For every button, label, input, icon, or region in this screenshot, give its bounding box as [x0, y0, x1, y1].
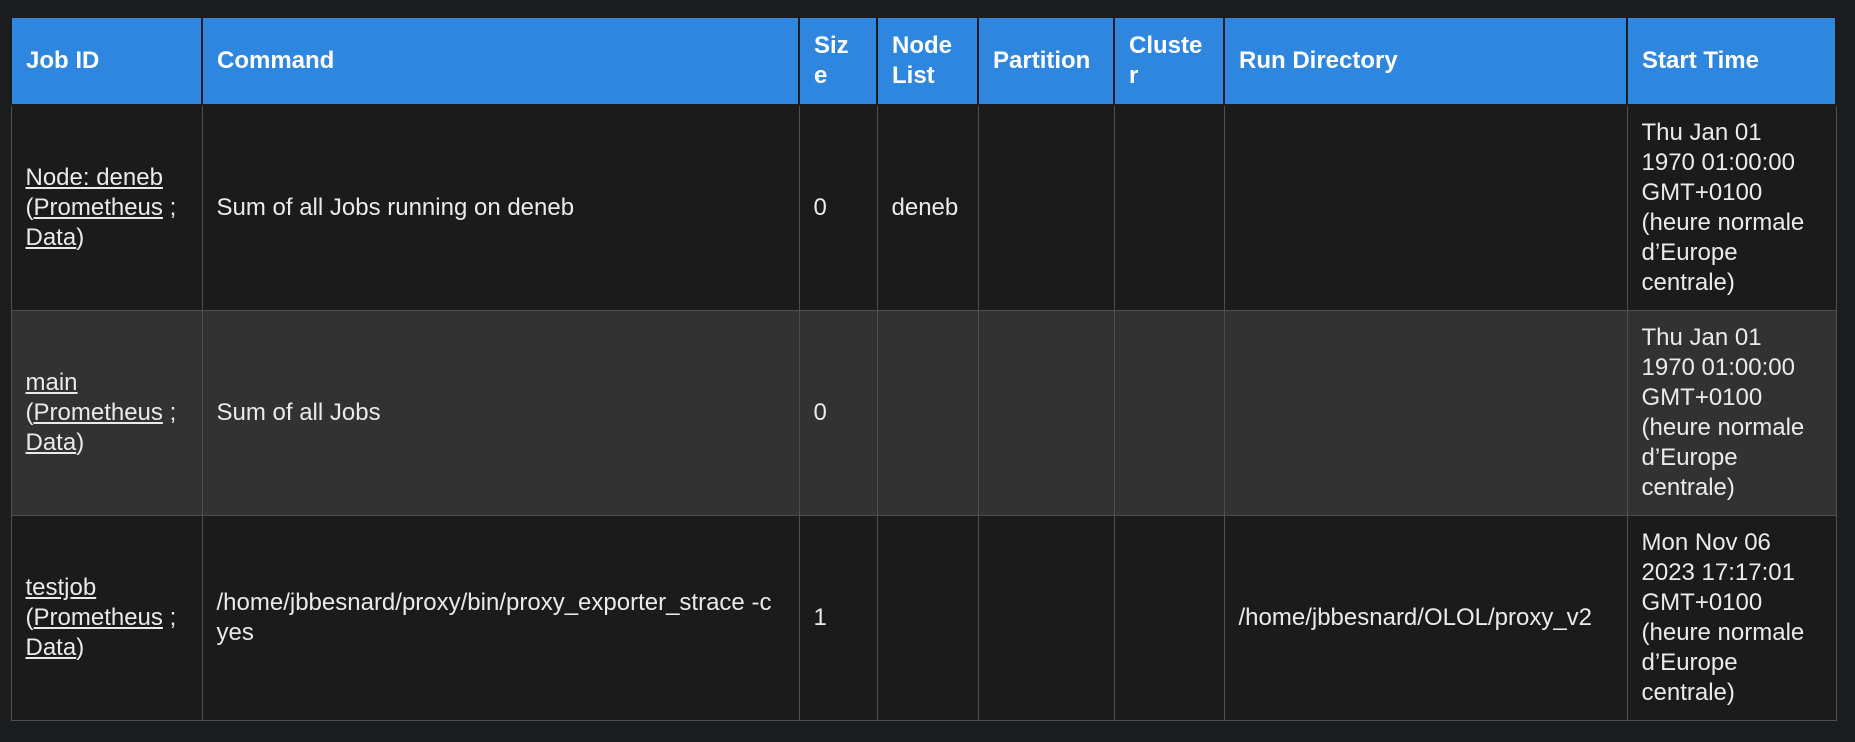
prometheus-link[interactable]: Prometheus — [33, 399, 163, 426]
table-row: main (Prometheus ; Data) Sum of all Jobs… — [10, 310, 1837, 516]
cell-cluster — [1113, 515, 1225, 721]
column-header-job-id: Job ID — [10, 16, 203, 106]
cell-node-list: deneb — [876, 104, 979, 311]
cell-cluster — [1113, 310, 1225, 516]
cell-start-time: Mon Nov 06 2023 17:17:01 GMT+0100 (heure… — [1626, 515, 1837, 721]
punct-separator: ; — [162, 194, 177, 221]
table-row: testjob (Prometheus ; Data) /home/jbbesn… — [10, 515, 1837, 721]
cell-partition — [977, 104, 1115, 311]
cell-node-list — [876, 515, 979, 721]
column-header-size: Size — [798, 16, 878, 106]
table-row: Node: deneb (Prometheus ; Data) Sum of a… — [10, 104, 1837, 311]
column-header-cluster: Cluster — [1113, 16, 1225, 106]
jobs-table-container: Job ID Command Size Node List Partition … — [10, 16, 1837, 721]
table-header-row: Job ID Command Size Node List Partition … — [10, 16, 1837, 106]
jobs-table: Job ID Command Size Node List Partition … — [10, 16, 1837, 721]
cell-command: Sum of all Jobs running on deneb — [201, 104, 800, 311]
cell-size: 1 — [798, 515, 878, 721]
punct-close: ) — [76, 634, 85, 661]
column-header-partition: Partition — [977, 16, 1115, 106]
cell-command: /home/jbbesnard/proxy/bin/proxy_exporter… — [201, 515, 800, 721]
punct-open: ( — [25, 399, 34, 426]
column-header-command: Command — [201, 16, 800, 106]
cell-partition — [977, 515, 1115, 721]
column-header-node-list: Node List — [876, 16, 979, 106]
cell-partition — [977, 310, 1115, 516]
cell-job-id: main (Prometheus ; Data) — [10, 310, 203, 516]
cell-command: Sum of all Jobs — [201, 310, 800, 516]
cell-run-directory — [1223, 104, 1628, 311]
job-link[interactable]: testjob — [25, 574, 97, 601]
prometheus-link[interactable]: Prometheus — [33, 194, 163, 221]
prometheus-link[interactable]: Prometheus — [33, 604, 163, 631]
cell-cluster — [1113, 104, 1225, 311]
cell-run-directory: /home/jbbesnard/OLOL/proxy_v2 — [1223, 515, 1628, 721]
punct-separator: ; — [162, 399, 177, 426]
punct-open: ( — [25, 604, 34, 631]
cell-node-list — [876, 310, 979, 516]
cell-start-time: Thu Jan 01 1970 01:00:00 GMT+0100 (heure… — [1626, 104, 1837, 311]
cell-size: 0 — [798, 310, 878, 516]
data-link[interactable]: Data — [25, 224, 77, 251]
cell-job-id: Node: deneb (Prometheus ; Data) — [10, 104, 203, 311]
cell-job-id: testjob (Prometheus ; Data) — [10, 515, 203, 721]
data-link[interactable]: Data — [25, 634, 77, 661]
punct-open: ( — [25, 194, 34, 221]
job-link[interactable]: main — [25, 369, 78, 396]
cell-start-time: Thu Jan 01 1970 01:00:00 GMT+0100 (heure… — [1626, 310, 1837, 516]
column-header-run-directory: Run Directory — [1223, 16, 1628, 106]
punct-close: ) — [76, 224, 85, 251]
data-link[interactable]: Data — [25, 429, 77, 456]
cell-run-directory — [1223, 310, 1628, 516]
punct-close: ) — [76, 429, 85, 456]
cell-size: 0 — [798, 104, 878, 311]
job-link[interactable]: Node: deneb — [25, 164, 163, 191]
column-header-start-time: Start Time — [1626, 16, 1837, 106]
punct-separator: ; — [162, 604, 177, 631]
